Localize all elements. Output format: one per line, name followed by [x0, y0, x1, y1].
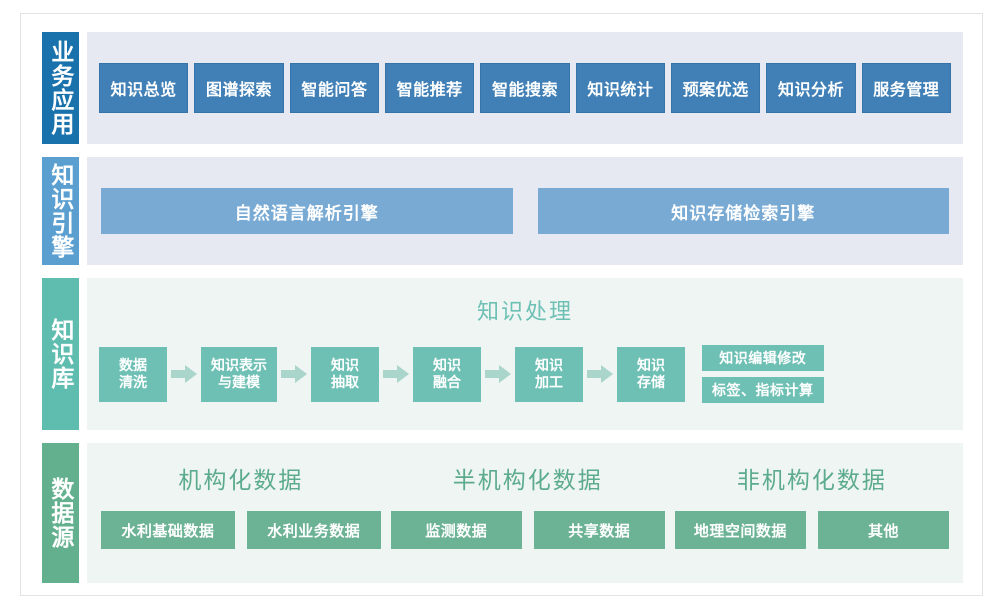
- layer-data-sources: 数据源 机构化数据 水利基础数据 水利业务数据 半机构化数据 监测数据: [42, 443, 963, 583]
- data-source-group-semi-structured: 半机构化数据 监测数据 共享数据: [390, 453, 665, 569]
- data-source-group-title-structured: 机构化数据: [178, 467, 304, 493]
- data-source-group-unstructured: 非机构化数据 地理空间数据 其他: [674, 453, 950, 569]
- data-source-box-row: 水利基础数据 水利业务数据: [101, 511, 381, 549]
- diagram-frame: 业务应用 知识总览 图谱探索 智能问答 智能推荐 智能搜索 知识统计 预案优选 …: [20, 13, 983, 596]
- side-box-tag-metric-calculation[interactable]: 标签、指标计算: [702, 377, 824, 403]
- flow-arrow-icon: [167, 365, 201, 383]
- flow-box-knowledge-extraction[interactable]: 知识 抽取: [311, 346, 379, 402]
- layer-knowledge-engine: 知识引擎 自然语言解析引擎 知识存储检索引擎: [42, 157, 963, 265]
- sidebar-label-knowledge-engine: 知识引擎: [42, 157, 79, 265]
- side-box-knowledge-edit[interactable]: 知识编辑修改: [702, 345, 824, 371]
- diagram-layers: 业务应用 知识总览 图谱探索 智能问答 智能推荐 智能搜索 知识统计 预案优选 …: [42, 32, 963, 583]
- sidebar-label-knowledge-base: 知识库: [42, 278, 79, 430]
- flow-box-knowledge-fusion[interactable]: 知识 融合: [413, 346, 481, 402]
- app-button-intelligent-recommendation[interactable]: 智能推荐: [385, 63, 475, 113]
- data-source-box-shared-data[interactable]: 共享数据: [533, 511, 665, 549]
- app-button-intelligent-search[interactable]: 智能搜索: [480, 63, 570, 113]
- panel-business-applications: 知识总览 图谱探索 智能问答 智能推荐 智能搜索 知识统计 预案优选 知识分析 …: [87, 32, 963, 144]
- data-source-box-water-basic-data[interactable]: 水利基础数据: [101, 511, 235, 549]
- data-source-group-structured: 机构化数据 水利基础数据 水利业务数据: [101, 453, 381, 569]
- data-source-box-row: 监测数据 共享数据: [390, 511, 665, 549]
- flow-arrow-icon: [583, 365, 617, 383]
- flow-box-data-cleaning[interactable]: 数据 清洗: [99, 346, 167, 402]
- app-button-plan-optimization[interactable]: 预案优选: [670, 63, 761, 113]
- app-button-knowledge-statistics[interactable]: 知识统计: [575, 63, 665, 113]
- flow-box-knowledge-processing[interactable]: 知识 加工: [515, 346, 583, 402]
- engine-box-storage-retrieval[interactable]: 知识存储检索引擎: [537, 188, 949, 234]
- sidebar-label-business-applications: 业务应用: [42, 32, 79, 144]
- data-source-box-other[interactable]: 其他: [817, 511, 950, 549]
- flow-box-knowledge-storage[interactable]: 知识 存储: [617, 346, 685, 402]
- data-source-group-container: 机构化数据 水利基础数据 水利业务数据 半机构化数据 监测数据 共享数据: [87, 443, 963, 583]
- engine-box-group: 自然语言解析引擎 知识存储检索引擎: [87, 157, 963, 265]
- knowledge-processing-title: 知识处理: [476, 299, 573, 324]
- app-button-intelligent-qa[interactable]: 智能问答: [289, 63, 379, 113]
- flow-arrow-icon: [481, 365, 515, 383]
- data-source-group-title-semi-structured: 半机构化数据: [452, 467, 603, 493]
- flow-arrow-icon: [277, 365, 311, 383]
- data-source-box-water-business-data[interactable]: 水利业务数据: [246, 511, 381, 549]
- flow-arrow-icon: [379, 365, 413, 383]
- app-button-knowledge-analysis[interactable]: 知识分析: [766, 63, 856, 113]
- knowledge-processing-section: 知识处理 数据 清洗 知识表示 与建模: [87, 278, 963, 430]
- knowledge-processing-flow: 数据 清洗 知识表示 与建模 知识 抽取: [99, 330, 951, 418]
- data-source-group-title-unstructured: 非机构化数据: [736, 467, 887, 493]
- data-source-box-geospatial-data[interactable]: 地理空间数据: [674, 511, 806, 549]
- engine-box-nlp[interactable]: 自然语言解析引擎: [101, 188, 513, 234]
- panel-data-sources: 机构化数据 水利基础数据 水利业务数据 半机构化数据 监测数据 共享数据: [87, 443, 963, 583]
- data-source-box-row: 地理空间数据 其他: [674, 511, 950, 549]
- layer-business-applications: 业务应用 知识总览 图谱探索 智能问答 智能推荐 智能搜索 知识统计 预案优选 …: [42, 32, 963, 144]
- layer-knowledge-base: 知识库 知识处理 数据 清洗 知识表示 与建模: [42, 278, 963, 430]
- app-button-graph-exploration[interactable]: 图谱探索: [194, 63, 284, 113]
- panel-knowledge-base: 知识处理 数据 清洗 知识表示 与建模: [87, 278, 963, 430]
- data-source-box-monitoring-data[interactable]: 监测数据: [390, 511, 522, 549]
- application-button-group: 知识总览 图谱探索 智能问答 智能推荐 智能搜索 知识统计 预案优选 知识分析 …: [87, 32, 963, 144]
- knowledge-side-box-group: 知识编辑修改 标签、指标计算: [702, 345, 824, 403]
- flow-box-knowledge-representation-modeling[interactable]: 知识表示 与建模: [201, 346, 277, 402]
- sidebar-label-data-sources: 数据源: [42, 443, 79, 583]
- app-button-knowledge-overview[interactable]: 知识总览: [99, 63, 189, 113]
- app-button-service-management[interactable]: 服务管理: [861, 63, 951, 113]
- panel-knowledge-engine: 自然语言解析引擎 知识存储检索引擎: [87, 157, 963, 265]
